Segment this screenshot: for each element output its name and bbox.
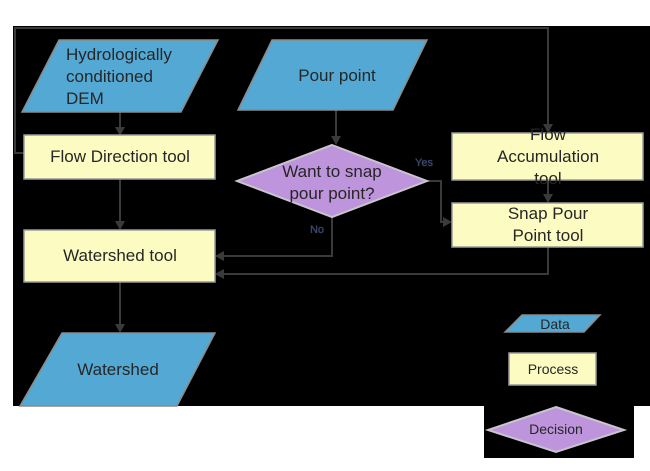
edge-decision-yes-snappourpoint [427, 180, 443, 223]
node-watershed-label: Watershed [77, 360, 159, 379]
node-watershed-parallelogram [18, 332, 217, 407]
arrowhead-down-watershedtool [115, 221, 125, 230]
legend-decision-diamond [484, 405, 628, 454]
legend-process-label: Process [527, 361, 579, 377]
node-snappourpoint-rect [451, 202, 644, 248]
edge-snappourpoint-watershedtool [224, 247, 549, 275]
node-flowaccumulation-rect [451, 132, 644, 181]
connector-lines [14, 27, 549, 324]
node-flowaccumulation-label: Flow Accumulation tool [496, 125, 600, 188]
node-watershedtool-rect [23, 229, 216, 283]
node-dem-parallelogram [20, 39, 220, 113]
edge-no-label: No [309, 224, 325, 236]
arrowhead-right-snappourpoint [443, 217, 452, 227]
arrowhead-down-watershed [115, 324, 125, 333]
node-decision-label: Want to snap pour point? [282, 162, 382, 203]
arrowhead-down-flowdirection [115, 127, 125, 136]
node-flowdirection-rect [23, 134, 216, 180]
legend-process-rect [508, 352, 597, 386]
node-dem-label: Hydrologically conditioned DEM [66, 45, 172, 108]
arrowhead-left-watershedtool-snap [215, 269, 224, 279]
arrowhead-left-watershedtool-no [215, 251, 224, 261]
node-pourpoint-parallelogram [236, 39, 429, 111]
legend-data-label: Data [540, 316, 570, 332]
legend-decision-label: Decision [529, 421, 583, 437]
arrowhead-down-snappourpoint [543, 194, 553, 203]
node-flowdirection-label: Flow Direction tool [50, 147, 190, 166]
arrowheads [115, 124, 553, 333]
edge-flowdirection-flowaccumulation [14, 27, 549, 154]
arrowhead-down-decision [331, 136, 341, 145]
node-watershedtool-label: Watershed tool [63, 246, 177, 265]
node-pourpoint-label: Pour point [298, 66, 376, 85]
node-snappourpoint-label: Snap Pour Point tool [507, 204, 589, 245]
legend-data-parallelogram [503, 314, 602, 333]
edge-yes-label: Yes [415, 157, 433, 169]
node-decision-diamond [234, 143, 430, 219]
edge-decision-no-watershedtool [224, 217, 333, 257]
arrowhead-down-flowaccumulation [543, 124, 553, 133]
